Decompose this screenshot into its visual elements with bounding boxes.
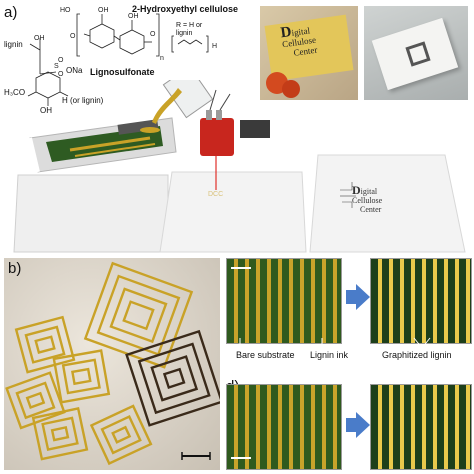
ona-label: ONa	[66, 66, 83, 75]
paper-sheet-3	[309, 154, 466, 253]
photo-printed-antennas: b)	[4, 258, 220, 470]
svg-text:O: O	[70, 33, 76, 40]
micrograph-d-before	[226, 384, 342, 470]
antenna-small-5	[89, 404, 153, 466]
photo-logo-text: Digital Cellulose Center	[280, 24, 318, 59]
squeegee	[117, 119, 159, 135]
panel-label-b: b)	[8, 260, 22, 277]
sheet-logo-line1: igital	[360, 187, 378, 196]
svg-text:OH: OH	[98, 7, 109, 14]
hec-label: 2-Hydroxyethyl cellulose	[132, 4, 239, 14]
h-or-lignin-label: H (or lignin)	[62, 96, 104, 105]
micrograph-c-before	[226, 258, 342, 344]
methoxy-label: H₃CO	[4, 88, 26, 97]
beaker	[162, 80, 214, 119]
lignosulfonate-label: Lignosulfonate	[90, 67, 155, 77]
label-graphitized-lignin: Graphitized lignin	[382, 350, 452, 360]
sheet-logo-text: Digital Cellulose Center	[352, 183, 383, 214]
svg-text:OH: OH	[34, 35, 45, 42]
micrograph-d-after	[370, 384, 472, 470]
final-print-logo	[340, 182, 356, 208]
sheet-logo-line2: Cellulose	[352, 196, 383, 205]
photo-box-package	[364, 6, 468, 100]
panel-label-a: a)	[4, 4, 18, 21]
sheet-logo-line3: Center	[360, 205, 382, 214]
label-lignin-ink: Lignin ink	[310, 350, 349, 360]
r-group-lignin-label: lignin	[176, 30, 193, 37]
antenna-small-2	[52, 349, 111, 404]
svg-text:OH: OH	[128, 13, 139, 20]
antenna-small-4	[31, 406, 89, 461]
screen-printing-illustration: DCC	[13, 80, 466, 253]
paper-sheet-1	[13, 174, 169, 253]
label-bare-substrate: Bare substrate	[236, 350, 295, 360]
antenna-small-1	[14, 315, 76, 374]
svg-text:O: O	[58, 57, 64, 64]
laser-rail	[240, 120, 270, 138]
svg-text:S: S	[54, 63, 59, 70]
oh-label: OH	[40, 106, 52, 115]
lignin-label: lignin	[4, 40, 23, 49]
svg-text:O: O	[150, 31, 156, 38]
micrograph-c-after	[370, 258, 472, 344]
antenna-large	[83, 261, 194, 369]
sheet-logo-big-d: D	[352, 183, 361, 197]
ink-pool	[140, 127, 160, 133]
ink-stream	[152, 88, 182, 124]
svg-text:HO: HO	[60, 7, 71, 14]
svg-text:O: O	[58, 71, 64, 78]
svg-text:n: n	[160, 55, 164, 62]
laser-head	[200, 118, 234, 156]
antenna-small-3	[5, 371, 66, 430]
svg-text:DCC: DCC	[208, 191, 223, 198]
svg-text:H: H	[212, 43, 217, 50]
paper-sheet-2	[159, 171, 307, 253]
antenna-graphitized	[125, 329, 220, 427]
r-group-label: R = H or	[176, 22, 203, 29]
photo-printed-logo: Digital Cellulose Center	[260, 6, 358, 100]
